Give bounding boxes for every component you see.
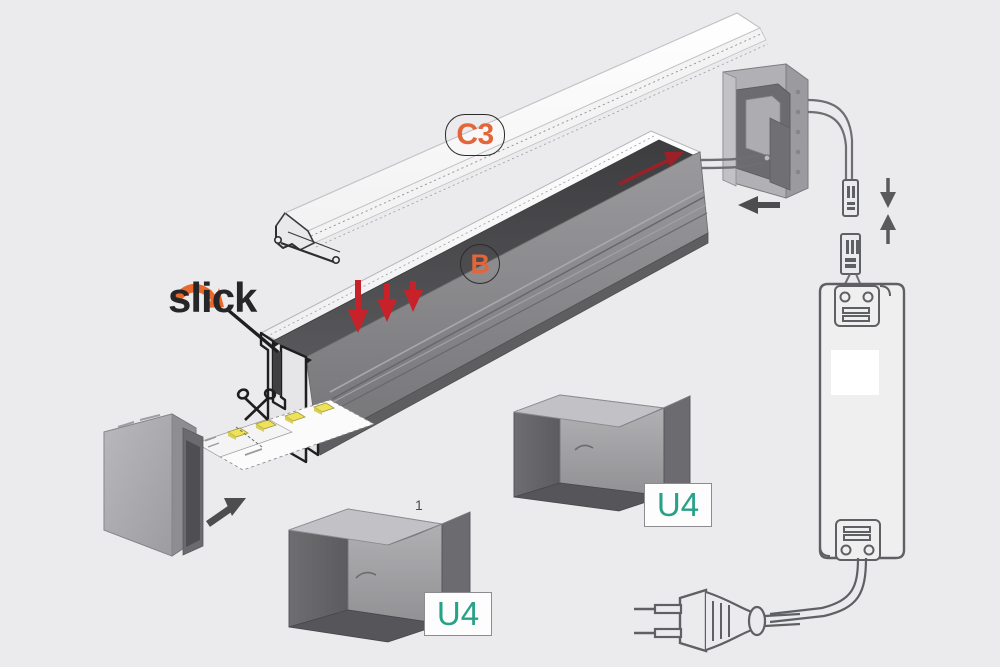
arrow-fit-end-cap-left [206,498,246,527]
led-chip [284,411,306,424]
part-end-cap-left [103,413,204,557]
brand-swoosh-icon [171,283,224,308]
connector-pair [840,179,863,289]
cable-cap-to-connector [807,98,854,182]
quantity-note: 1 [415,497,423,513]
callout-badge-c3: C3 [445,114,505,156]
led-chip [313,402,335,415]
part-driver [818,282,906,561]
part-c3-cover [273,12,769,264]
part-bracket-u4-right [513,394,691,512]
brand-logo: slick [168,274,257,321]
callout-badge-b: B [460,244,500,284]
arrow-insert-2 [377,284,397,322]
logo-leader-line [226,308,280,354]
brand-logo-text: slick [168,274,257,321]
arrow-insert-1 [348,280,368,333]
part-b-profile [259,130,709,464]
scissors-icon [236,388,277,421]
led-chip [255,419,277,432]
led-chip [227,427,249,440]
part-mains-plug [634,588,801,653]
part-led-strip [194,399,376,471]
arrow-slide-cover [618,152,684,186]
cable-profile-to-cap [699,153,771,170]
arrow-connector-mate [880,178,896,244]
callout-badge-u4-right: U4 [644,483,712,527]
callout-badge-u4-front: U4 [424,592,492,636]
arrow-fit-end-cap-right [738,196,780,214]
cable-driver-to-plug [769,557,868,624]
part-end-cap-right [722,63,809,199]
arrow-insert-cover-group [348,280,423,333]
arrow-insert-3 [404,281,423,312]
